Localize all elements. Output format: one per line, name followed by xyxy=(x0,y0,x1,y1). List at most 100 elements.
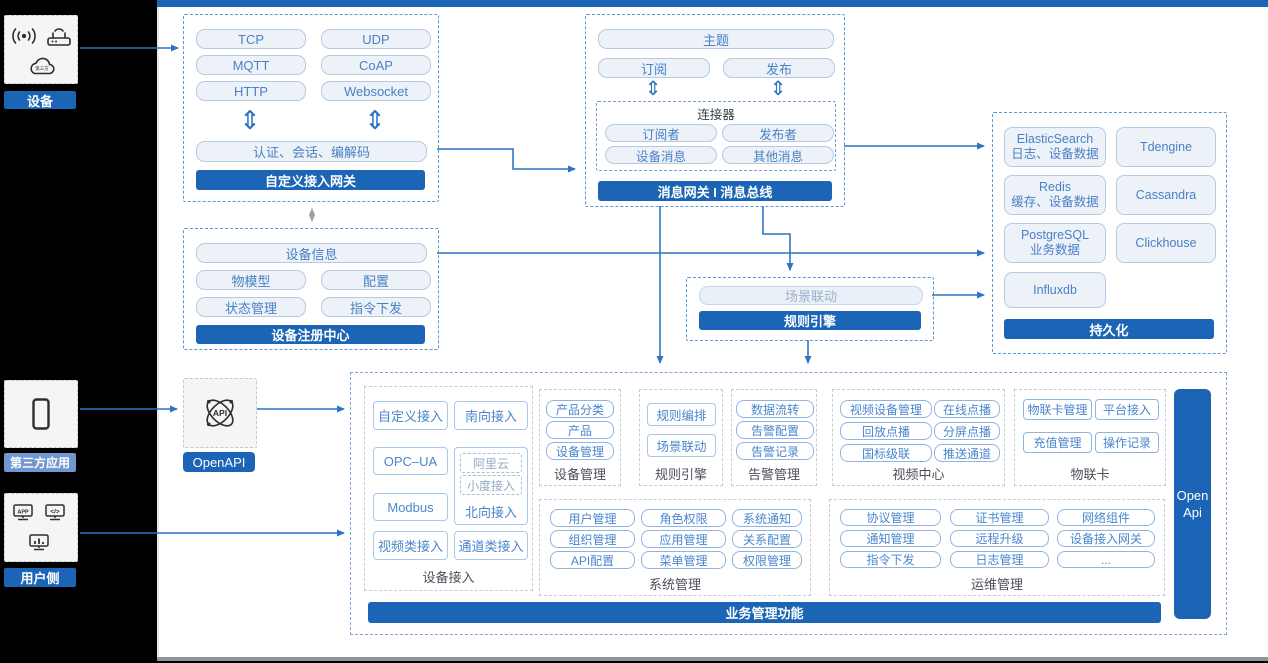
openapi-box: API xyxy=(183,378,257,448)
section-label: 运维管理 xyxy=(970,577,1023,592)
item-menu-mgmt: 菜单管理 xyxy=(641,551,726,569)
thing-model-pill: 物模型 xyxy=(196,270,306,290)
custom-gateway-title: 自定义接入网关 xyxy=(196,170,425,190)
user-side-label: 用户侧 xyxy=(4,568,76,587)
store-sub: 缓存、设备数据 xyxy=(1011,195,1099,209)
item-opc-ua: OPC–UA xyxy=(373,447,448,475)
item-rule-orchestration: 规则编排 xyxy=(647,403,716,426)
svg-text:</>: </> xyxy=(50,509,60,516)
protocol-http: HTTP xyxy=(196,81,306,101)
publisher-pill: 发布者 xyxy=(722,124,834,142)
item-channel-access: 通道类接入 xyxy=(454,531,528,560)
store-name: Influxdb xyxy=(1033,282,1077,297)
vertical-double-arrow-icon: ⇕ xyxy=(769,78,787,100)
business-functions-title: 业务管理功能 xyxy=(368,602,1161,623)
item-video-access: 视频类接入 xyxy=(373,531,448,560)
item-alarm-config: 告警配置 xyxy=(736,421,814,439)
third-party-label: 第三方应用 xyxy=(4,453,76,472)
api-atom-icon: API xyxy=(199,392,241,434)
store-name: Redis xyxy=(1039,180,1071,194)
section-label: 规则引擎 xyxy=(654,467,707,482)
store-name: Clickhouse xyxy=(1135,235,1197,250)
device-sources-box: 第三方 xyxy=(4,15,78,84)
item-aliyun: 阿里云 xyxy=(460,453,522,473)
item-command-send: 指令下发 xyxy=(840,551,941,568)
north-access-label: 北向接入 xyxy=(464,505,517,520)
item-recharge-mgmt: 充值管理 xyxy=(1023,432,1092,453)
item-protocol-mgmt: 协议管理 xyxy=(840,509,941,526)
item-push-channel: 推送通道 xyxy=(934,444,1000,462)
open-api-line: Api xyxy=(1183,505,1202,520)
store-clickhouse: Clickhouse xyxy=(1116,223,1216,263)
device-registry-title: 设备注册中心 xyxy=(196,325,425,344)
item-role-permission: 角色权限 xyxy=(641,509,726,527)
store-influxdb: Influxdb xyxy=(1004,272,1106,308)
third-party-app-box xyxy=(4,380,78,448)
store-sub: 日志、设备数据 xyxy=(1011,147,1099,161)
item-user-mgmt: 用户管理 xyxy=(550,509,635,527)
message-bus-title: 消息网关 I 消息总线 xyxy=(598,181,832,201)
custom-gateway-box: TCP UDP MQTT CoAP HTTP Websocket ⇕ ⇕ 认证、… xyxy=(183,14,439,202)
item-platform-access: 平台接入 xyxy=(1095,399,1159,420)
rule-engine-box: 场景联动 规则引擎 xyxy=(686,277,934,341)
top-accent-bar xyxy=(157,0,1268,7)
svg-text:API: API xyxy=(213,408,227,418)
item-scene-linkage: 场景联动 xyxy=(647,434,716,457)
status-mgmt-pill: 状态管理 xyxy=(196,297,306,317)
bottom-strip xyxy=(157,657,1268,661)
store-cassandra: Cassandra xyxy=(1116,175,1216,215)
device-message-pill: 设备消息 xyxy=(605,146,717,164)
item-alarm-record: 告警记录 xyxy=(736,442,814,460)
item-playback: 回放点播 xyxy=(840,422,932,440)
section-label: 视频中心 xyxy=(892,467,945,482)
open-api-line: Open xyxy=(1176,488,1209,503)
item-device-mgmt: 设备管理 xyxy=(546,442,614,460)
section-label: 设备接入 xyxy=(422,570,475,585)
persistence-title: 持久化 xyxy=(1004,319,1214,339)
item-custom-access: 自定义接入 xyxy=(373,401,448,430)
item-app-mgmt: 应用管理 xyxy=(641,530,726,548)
router-icon xyxy=(46,24,72,48)
signal-icon xyxy=(11,26,37,46)
third-party-cloud-icon: 第三方 xyxy=(26,54,58,78)
item-gb-cascade: 国标级联 xyxy=(840,444,932,462)
rule-engine-title: 规则引擎 xyxy=(699,311,921,330)
item-more: ... xyxy=(1057,551,1155,568)
scene-linkage-pill: 场景联动 xyxy=(699,286,923,305)
item-online-play: 在线点播 xyxy=(934,400,1000,418)
store-name: PostgreSQL xyxy=(1020,228,1090,242)
subscriber-pill: 订阅者 xyxy=(605,124,717,142)
auth-session-codec-pill: 认证、会话、编解码 xyxy=(196,141,427,162)
item-api-config: API配置 xyxy=(550,551,635,569)
protocol-coap: CoAP xyxy=(321,55,431,75)
connector-box: 连接器 订阅者 发布者 设备消息 其他消息 xyxy=(596,101,836,171)
section-alarm-mgmt: 数据流转 告警配置 告警记录 告警管理 xyxy=(731,389,817,486)
app-monitor-icon: APP xyxy=(13,504,33,521)
item-data-flow: 数据流转 xyxy=(736,400,814,418)
protocol-tcp: TCP xyxy=(196,29,306,49)
item-south-access: 南向接入 xyxy=(454,401,528,430)
connector-title: 连接器 xyxy=(697,108,735,122)
item-permission-mgmt: 权限管理 xyxy=(732,551,802,569)
section-system-mgmt: 用户管理 角色权限 系统通知 组织管理 应用管理 关系配置 API配置 菜单管理… xyxy=(539,499,811,596)
item-split-screen-play: 分屏点播 xyxy=(934,422,1000,440)
store-sub: 业务数据 xyxy=(1029,243,1080,257)
item-product: 产品 xyxy=(546,421,614,439)
item-notice-mgmt: 通知管理 xyxy=(840,530,941,547)
section-video-center: 视频设备管理 在线点播 回放点播 分屏点播 国标级联 推送通道 视频中心 xyxy=(832,389,1005,486)
svg-text:第三方: 第三方 xyxy=(35,65,49,72)
section-device-access: 自定义接入 南向接入 OPC–UA 阿里云 小度接入 北向接入 Modbus 视… xyxy=(364,386,533,591)
item-network-component: 网络组件 xyxy=(1057,509,1155,526)
section-rule-engine: 规则编排 场景联动 规则引擎 xyxy=(639,389,723,486)
store-name: Tdengine xyxy=(1139,139,1193,154)
item-system-notice: 系统通知 xyxy=(732,509,802,527)
north-access-group: 阿里云 小度接入 北向接入 xyxy=(454,447,528,525)
store-name: Cassandra xyxy=(1135,187,1197,202)
item-xiaodu-access: 小度接入 xyxy=(460,475,522,495)
protocol-mqtt: MQTT xyxy=(196,55,306,75)
